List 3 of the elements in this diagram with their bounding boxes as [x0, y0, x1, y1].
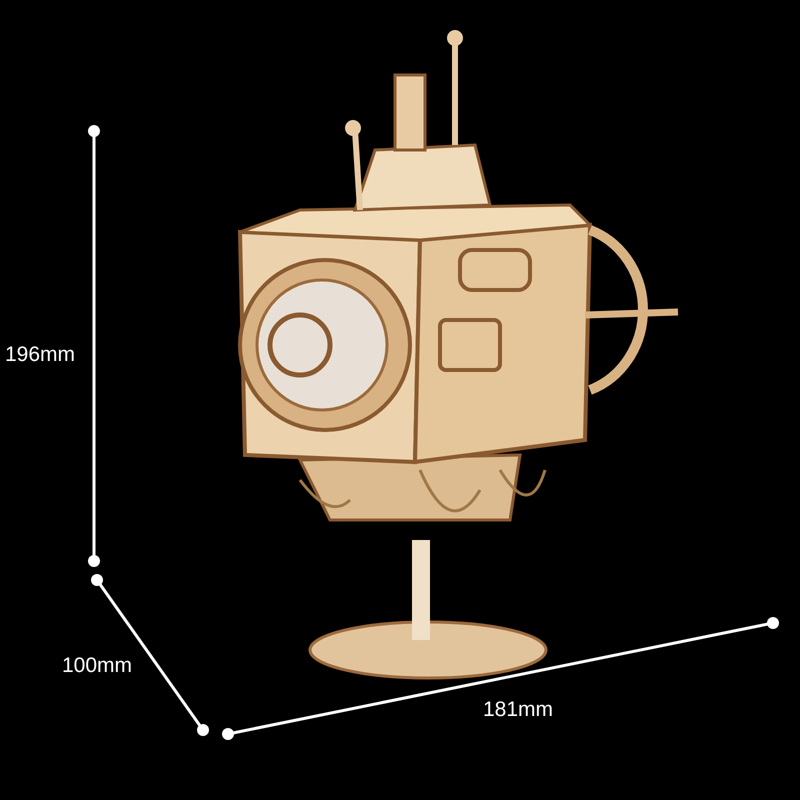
dimension-label: 196mm — [5, 343, 76, 367]
dimension-label: 100mm — [62, 654, 132, 678]
dimension-label: 181mm — [483, 698, 554, 722]
